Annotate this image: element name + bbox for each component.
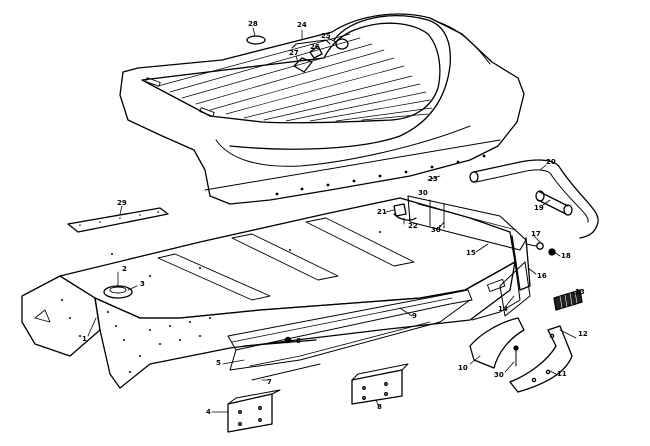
- pad-part-29: [67, 207, 169, 233]
- strip-part-7: [251, 363, 321, 381]
- callout-1: 1: [82, 335, 87, 343]
- callout-20: 20: [546, 158, 556, 166]
- chassis-tunnel: [21, 197, 521, 389]
- callout-6: 6: [296, 337, 301, 345]
- callout-23: 23: [428, 175, 438, 183]
- cap-part-3: [103, 285, 133, 299]
- callout-27: 27: [289, 49, 299, 57]
- callout-17: 17: [531, 230, 541, 238]
- guard-part-11: [509, 325, 573, 393]
- seat-backrest: [229, 15, 452, 150]
- callout-24: 24: [297, 21, 307, 29]
- bracket-part-4: [227, 389, 281, 433]
- cushion-ribs: [157, 33, 433, 122]
- callout-21: 21: [377, 208, 387, 216]
- callout-16: 16: [537, 272, 547, 280]
- callout-2: 2: [122, 265, 127, 273]
- clip-part-22: [393, 213, 417, 221]
- callout-26: 26: [310, 43, 320, 51]
- bumper-part-20: [473, 159, 599, 239]
- callout-29: 29: [117, 199, 127, 207]
- seat-cap-part-28: [246, 35, 266, 45]
- callout-30-c: 30: [418, 189, 428, 197]
- bracket-part-8: [351, 363, 409, 405]
- rear-brackets: [407, 195, 556, 291]
- callout-14: 14: [498, 305, 508, 313]
- chassis-rivets: [61, 225, 441, 373]
- callout-28: 28: [248, 20, 258, 28]
- callout-22: 22: [408, 222, 418, 230]
- callout-4: 4: [206, 408, 211, 416]
- callout-3: 3: [140, 280, 145, 288]
- clip-part-21: [393, 203, 407, 217]
- callout-18: 18: [561, 252, 571, 260]
- callout-9: 9: [412, 312, 417, 320]
- callout-11: 11: [557, 370, 567, 378]
- callout-30-a: 30: [431, 226, 441, 234]
- seat-cushion: [141, 22, 441, 124]
- callout-19: 19: [534, 204, 544, 212]
- guard-part-10: [469, 317, 525, 369]
- strap-part-27: [293, 57, 313, 73]
- callout-12: 12: [578, 330, 588, 338]
- strip-part-6: [243, 339, 317, 347]
- callout-10: 10: [458, 364, 468, 372]
- flap-part-14: [499, 261, 531, 317]
- callout-7: 7: [267, 378, 272, 386]
- callout-30-b: 30: [494, 371, 504, 379]
- rear-bumper: [469, 159, 599, 239]
- leader-lines: [87, 27, 581, 413]
- seat-assembly: [119, 13, 525, 205]
- callout-25: 25: [321, 32, 331, 40]
- seat-body: [119, 13, 525, 205]
- reflector-part-13: [553, 289, 583, 311]
- knob-part-25: [335, 38, 349, 50]
- bracket-part-16: [511, 235, 531, 291]
- callout-5: 5: [216, 359, 221, 367]
- callout-15: 15: [466, 249, 476, 257]
- callout-8: 8: [377, 403, 382, 411]
- seat-rivets: [275, 154, 486, 196]
- callout-13: 13: [575, 288, 585, 296]
- handle-part-19: [537, 191, 569, 215]
- buckle-part-26: [309, 45, 323, 59]
